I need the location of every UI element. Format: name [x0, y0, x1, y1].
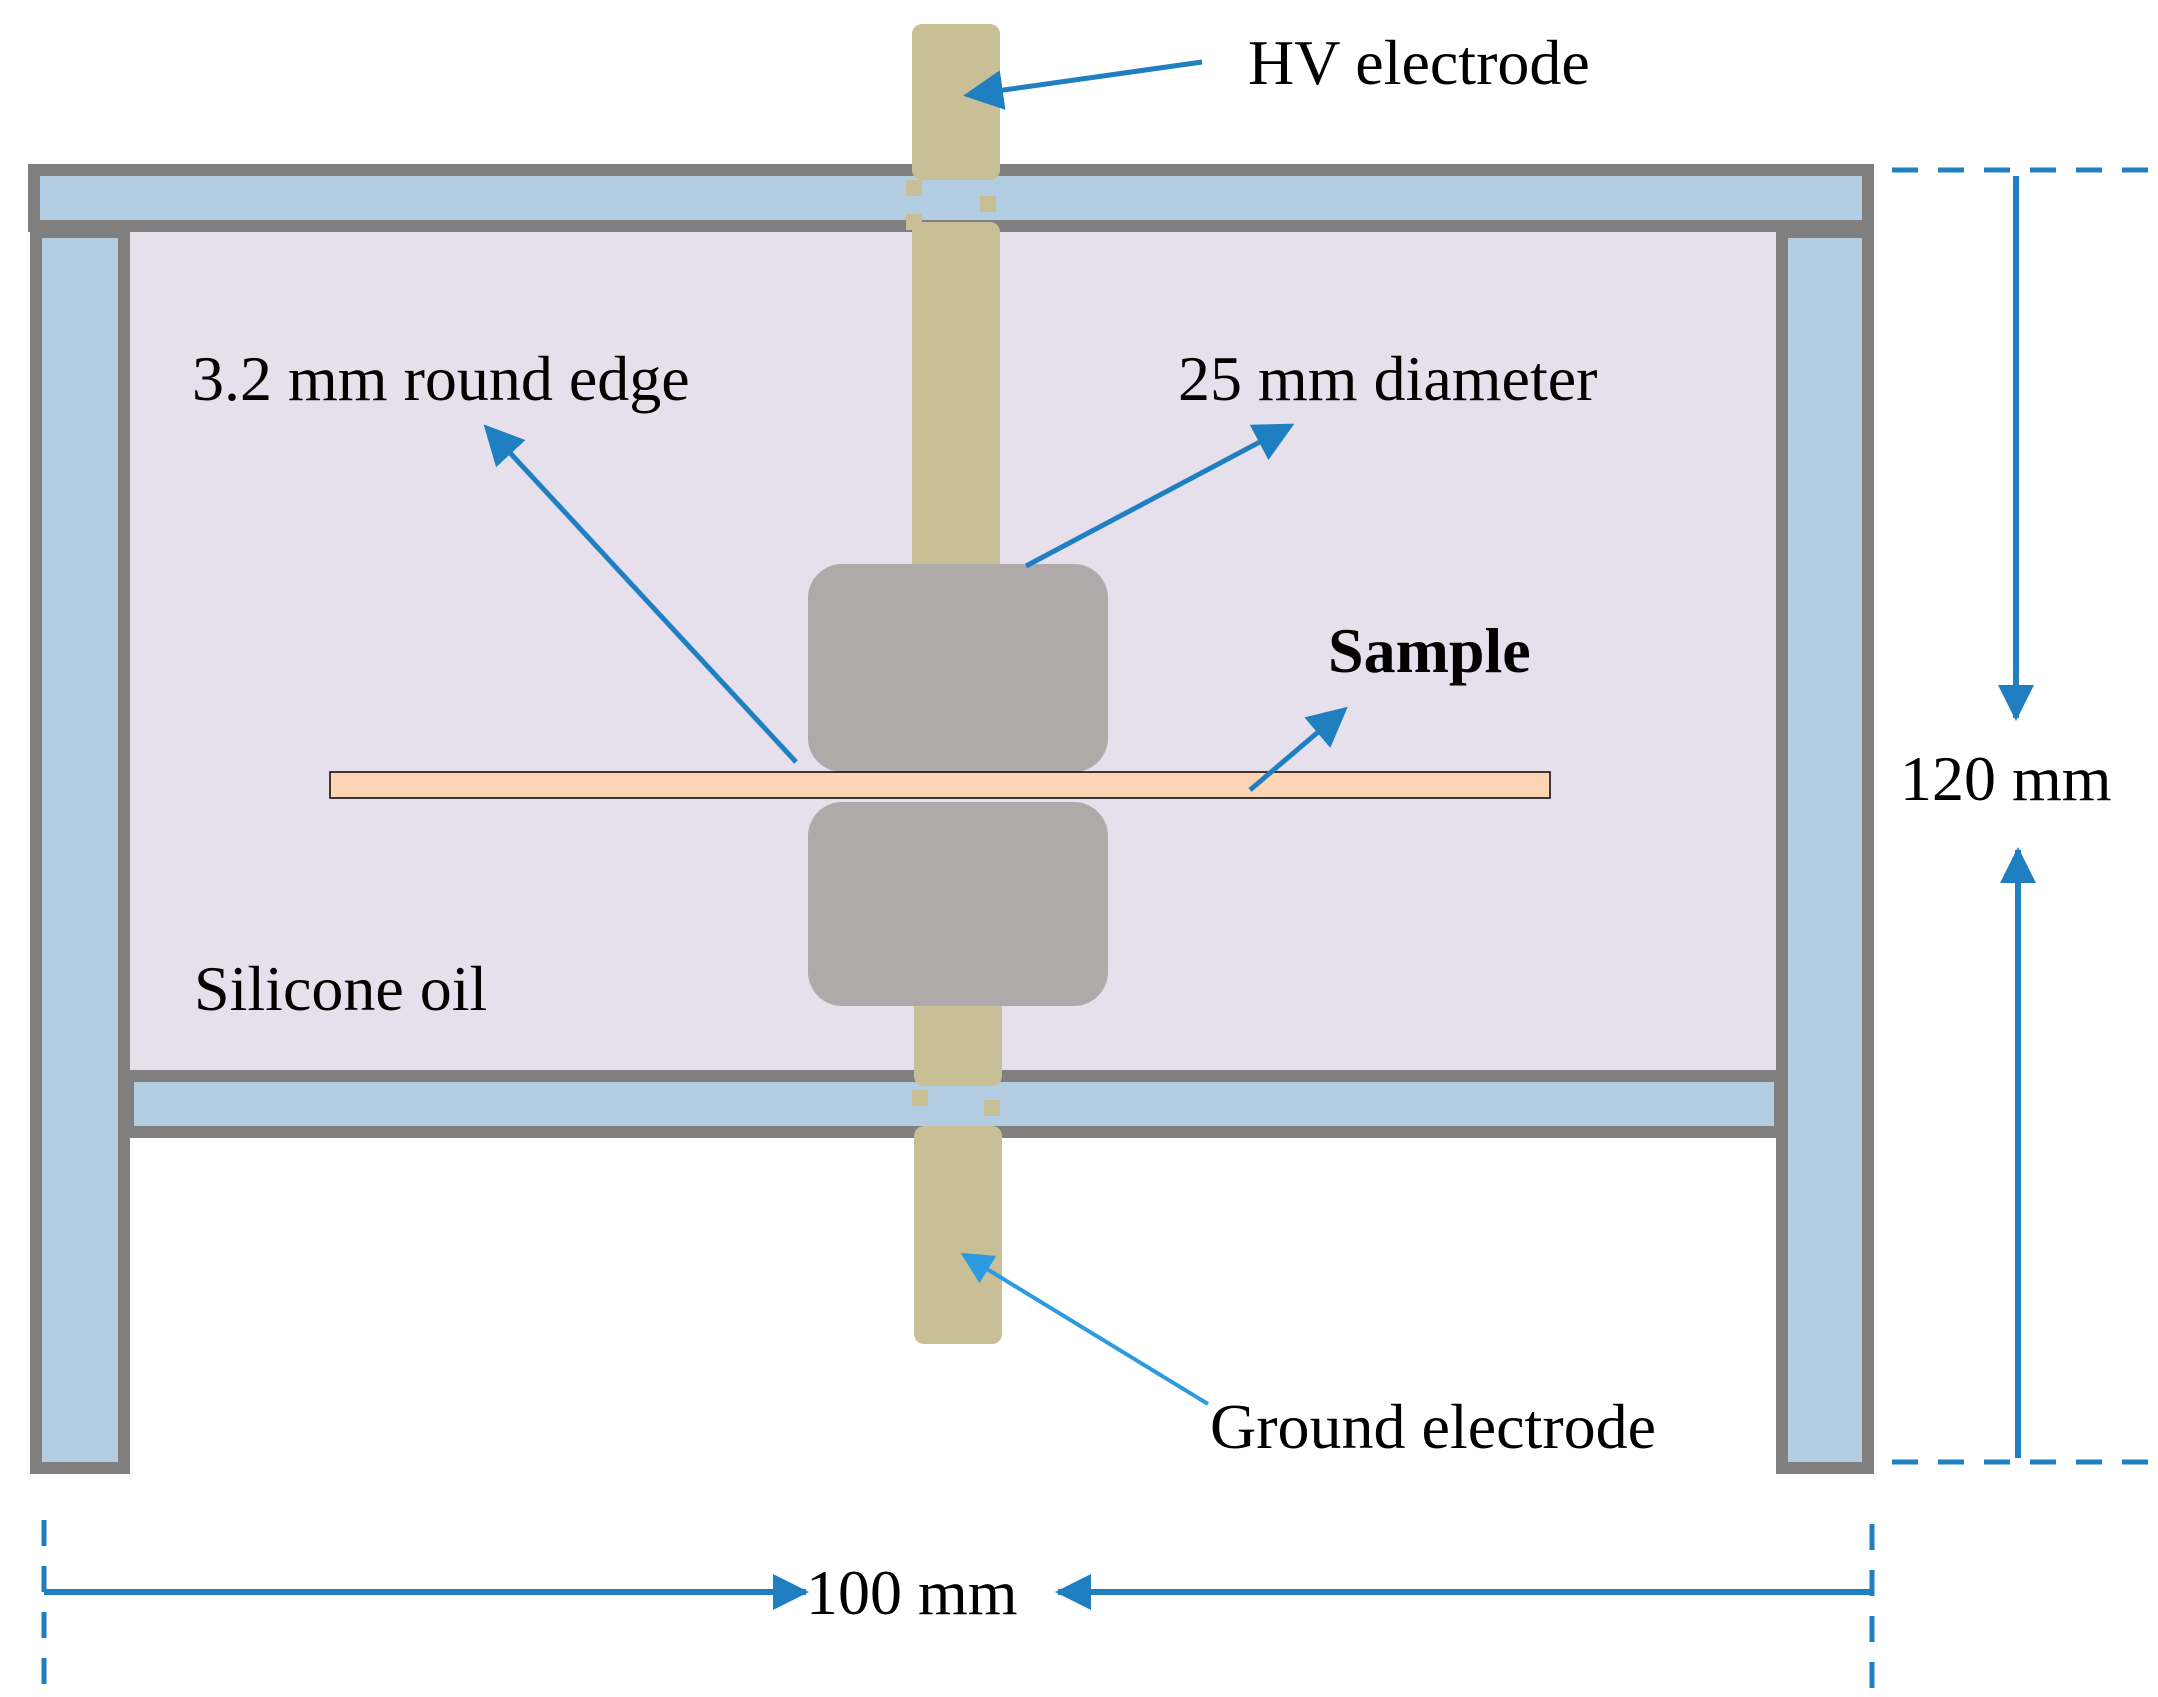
hv-electrode-arrow — [963, 59, 1203, 110]
hv-connector — [906, 214, 922, 230]
ground-electrode-head — [808, 802, 1108, 1006]
hv-connector — [906, 180, 922, 196]
diameter-label: 25 mm diameter — [1178, 343, 1597, 414]
sample — [329, 771, 1551, 799]
hv-electrode-head — [808, 564, 1108, 772]
hv-electrode-rod-top — [912, 24, 1000, 180]
round-edge-arrow — [483, 424, 798, 764]
sample-arrow — [1248, 706, 1348, 792]
ground-electrode-label: Ground electrode — [1210, 1391, 1656, 1462]
ground-electrode-rod-bottom — [914, 1126, 1002, 1344]
hv-connector — [980, 196, 996, 212]
ground-connector — [912, 1090, 928, 1106]
sample-label: Sample — [1328, 615, 1531, 686]
silicone-oil-label: Silicone oil — [194, 953, 487, 1024]
left-wall — [30, 226, 130, 1474]
diameter-arrow — [1024, 423, 1295, 569]
hv-electrode-rod — [912, 222, 1000, 592]
ground-electrode-arrow — [960, 1252, 1210, 1406]
ground-electrode-rod — [914, 990, 1002, 1086]
round-edge-label: 3.2 mm round edge — [192, 343, 690, 414]
hv-electrode-label: HV electrode — [1248, 27, 1590, 98]
right-wall — [1776, 226, 1874, 1474]
ground-connector — [984, 1100, 1000, 1116]
width-dimension-label: 100 mm — [806, 1557, 1018, 1628]
height-dimension-label: 120 mm — [1900, 743, 2112, 814]
